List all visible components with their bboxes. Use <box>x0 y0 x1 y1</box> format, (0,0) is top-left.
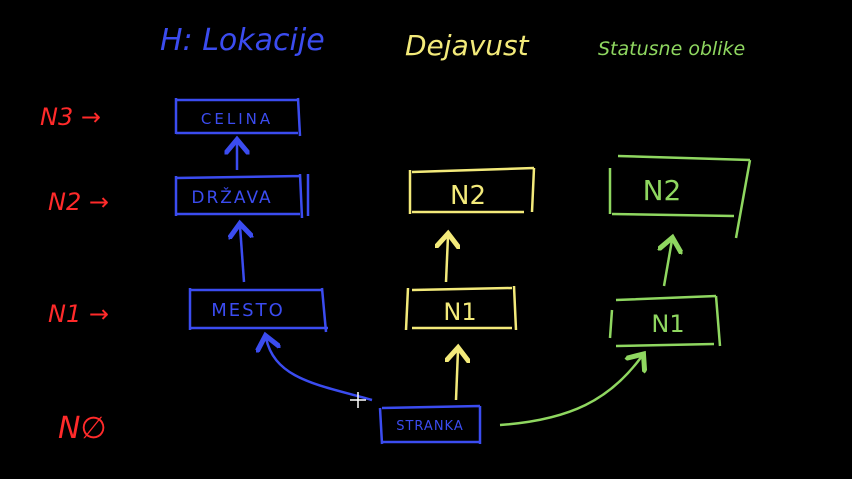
level-n3-label: N3 → <box>40 103 101 131</box>
box-stranka: STRANKA <box>378 404 482 445</box>
box-green-n1: N1 <box>608 294 722 348</box>
level-n0-label: N∅ <box>58 411 107 446</box>
level-n2-label: N2 → <box>48 188 109 216</box>
header-lokacije: H: Lokacije <box>160 23 325 58</box>
header-statusne-oblike: Statusne oblike <box>598 38 745 60</box>
box-yellow-n2: N2 <box>408 166 536 214</box>
arrow-stranka-to-mesto <box>266 338 373 402</box>
box-celina: CELINA <box>174 97 302 137</box>
box-mesto-label: MESTO <box>211 300 285 321</box>
box-celina-label: CELINA <box>201 110 273 128</box>
arrow-green-n1-to-n2 <box>664 240 672 287</box>
arrow-mesto-to-drzava <box>240 226 244 283</box>
arrow-stranka-to-yellow-n1 <box>456 350 458 401</box>
box-yellow-n1-label: N1 <box>443 298 476 326</box>
cursor-icon <box>350 392 366 408</box>
box-green-n2: N2 <box>608 154 752 239</box>
box-stranka-label: STRANKA <box>396 419 464 434</box>
box-yellow-n1: N1 <box>404 285 518 331</box>
box-drzava: DRŽAVA <box>174 173 310 219</box>
box-green-n1-label: N1 <box>651 310 684 338</box>
box-mesto: MESTO <box>188 287 328 333</box>
box-green-n2-label: N2 <box>643 174 682 207</box>
level-n1-label: N1 → <box>48 300 109 328</box>
arrow-yellow-n1-to-n2 <box>446 236 448 283</box>
box-drzava-label: DRŽAVA <box>191 186 272 208</box>
header-dejavnost: Dejavust <box>405 29 530 62</box>
box-yellow-n2-label: N2 <box>450 181 486 211</box>
arrow-stranka-to-green-n1 <box>499 356 642 427</box>
